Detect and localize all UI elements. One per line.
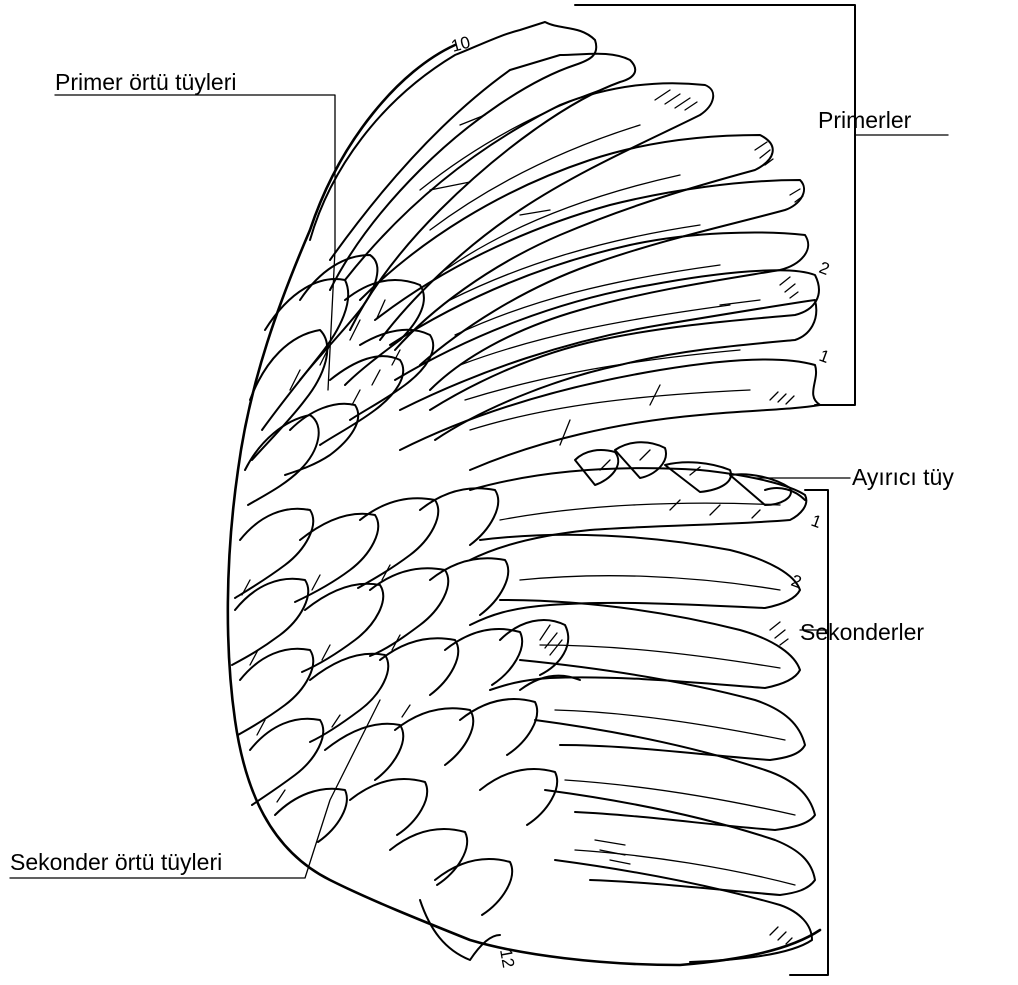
leader-primary-coverts xyxy=(55,95,335,390)
primary-coverts xyxy=(245,255,433,505)
secondary-coverts xyxy=(232,488,580,960)
label-secondaries: Sekonderler xyxy=(800,619,924,645)
number-primary-1: 1 xyxy=(817,346,832,367)
label-secondary-coverts: Sekonder örtü tüyleri xyxy=(10,849,222,875)
bracket-secondaries xyxy=(790,490,828,975)
axial-feathers xyxy=(575,442,805,505)
secondary-feathers xyxy=(470,468,815,962)
number-primary-10: 10 xyxy=(449,33,472,56)
label-primaries: Primerler xyxy=(818,107,912,133)
bracket-primaries xyxy=(575,5,855,405)
number-primary-2: 2 xyxy=(817,258,832,279)
label-primary-coverts: Primer örtü tüyleri xyxy=(55,69,236,95)
label-axial-feather: Ayırıcı tüy xyxy=(852,464,954,490)
number-secondary-1: 1 xyxy=(809,511,824,532)
number-secondary-2: 2 xyxy=(789,571,804,592)
number-secondary-12: 12 xyxy=(496,947,518,969)
primary-feathers xyxy=(310,22,820,470)
